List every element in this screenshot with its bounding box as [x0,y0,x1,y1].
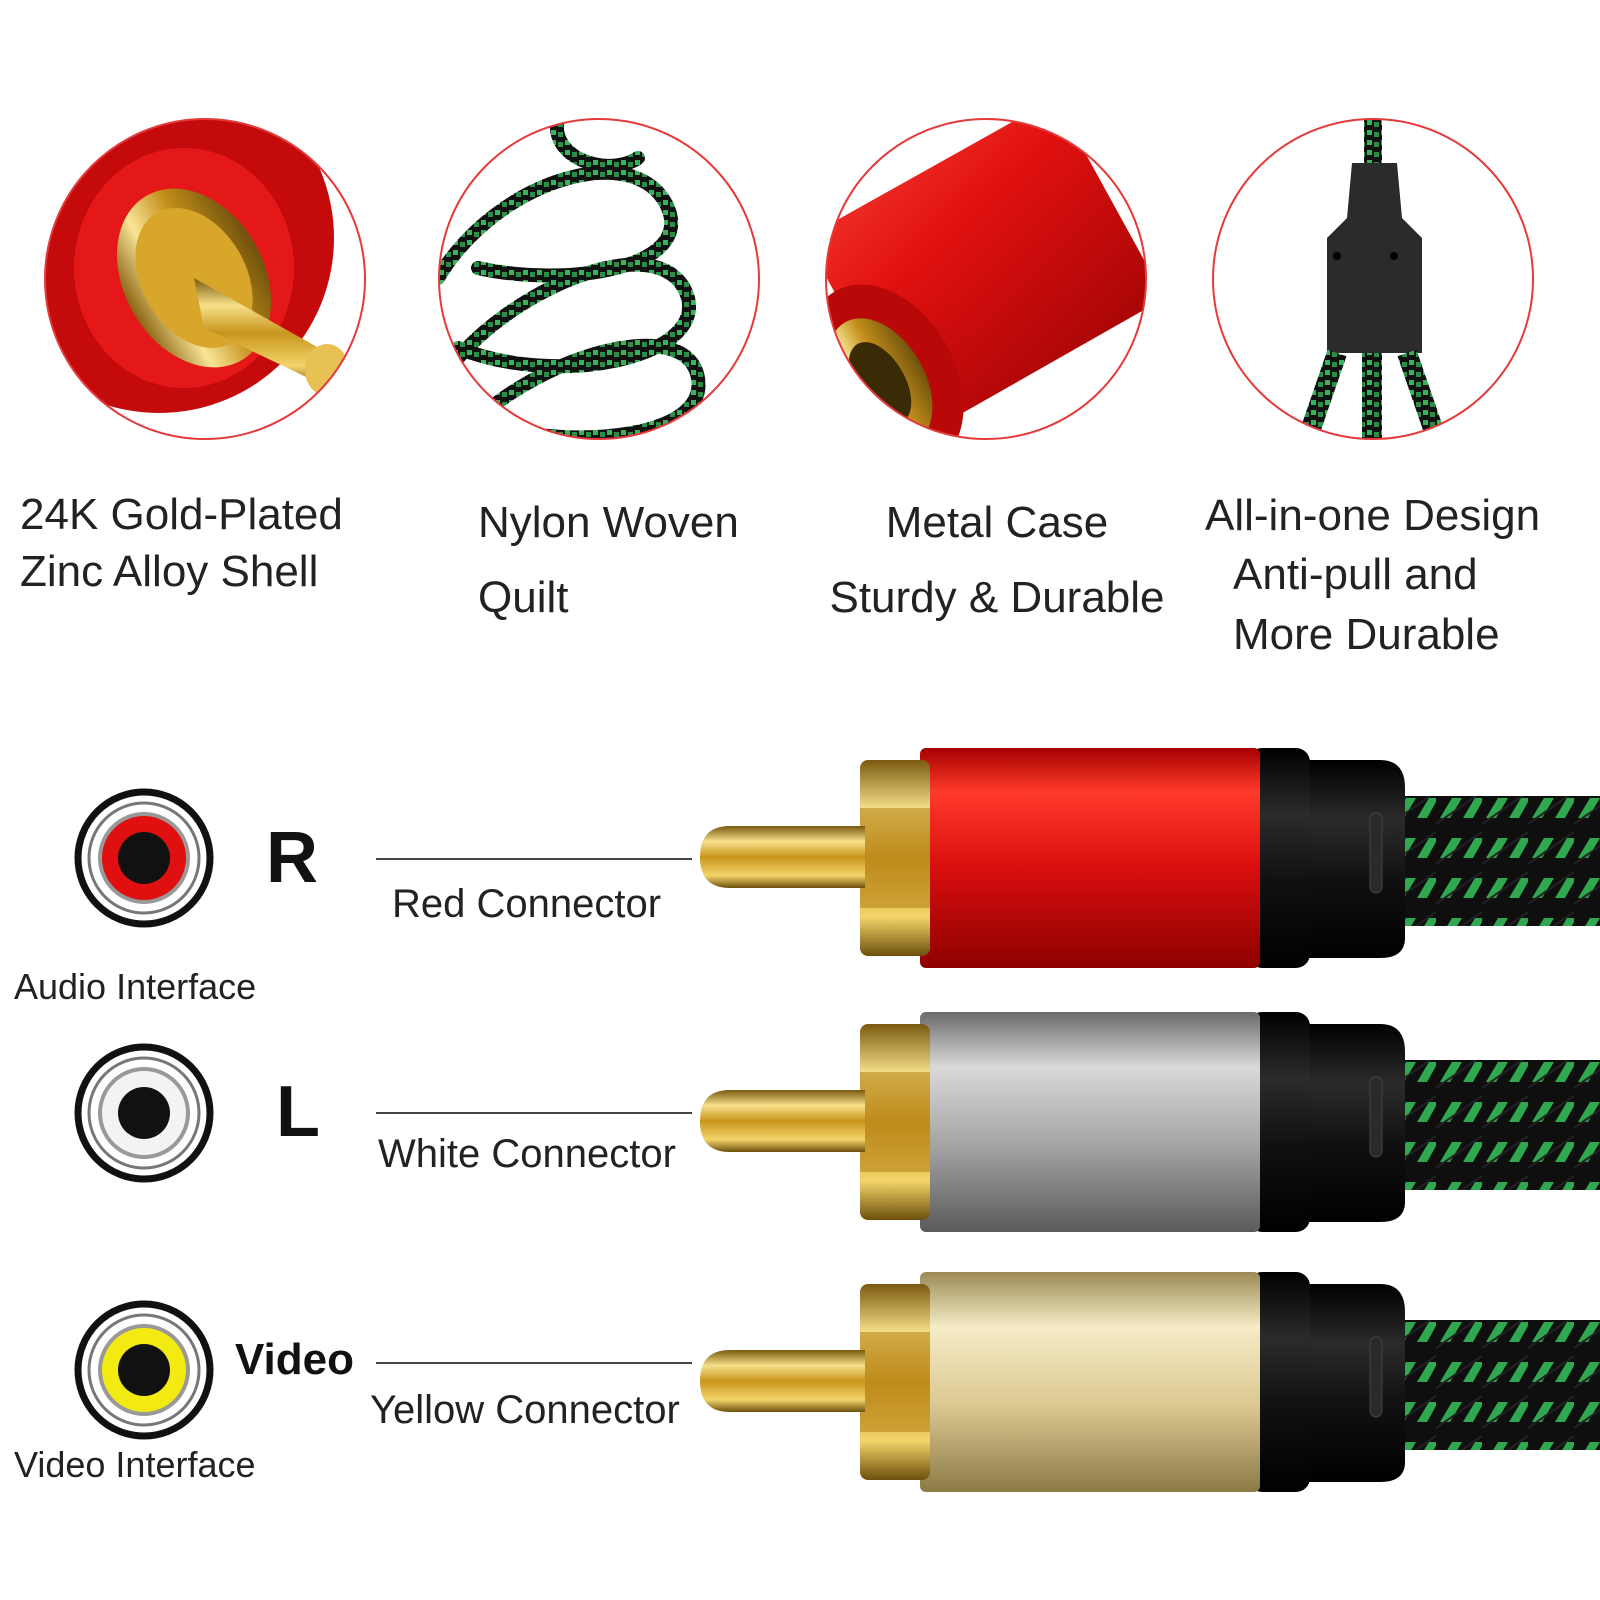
left-channel-letter: L [276,1072,320,1152]
gold-plug-feature-circle [44,118,366,440]
audio-interface-label: Audio Interface [14,966,257,1007]
video-channel-label: Video [235,1335,355,1384]
right-channel-letter: R [266,818,318,898]
feature-text-allinone: All-in-one Design Anti-pull and More Dur… [1205,486,1540,664]
white-connector-label: White Connector [378,1132,676,1176]
feature-line: Quilt [478,572,569,622]
feature-line: Sturdy & Durable [829,572,1165,622]
feature-line: Nylon Woven [478,498,739,547]
feature-line: All-in-one Design [1205,491,1541,540]
feature-text-metal: Metal Case Sturdy & Durable [812,486,1182,636]
feature-line: Zinc Alloy Shell [20,547,319,597]
red-metal-case-icon [825,118,1147,440]
feature-text-gold: 24K Gold-Plated Zinc Alloy Shell [20,486,343,600]
metal-case-feature-circle [825,118,1147,440]
feature-line: 24K Gold-Plated [20,490,343,539]
braided-cable-coil-icon [438,118,760,440]
red-rca-jack-icon [74,788,214,928]
yellow-rca-plug [700,1272,1600,1492]
white-rca-plug [700,1012,1600,1232]
yellow-leader-line [376,1362,692,1364]
yellow-connector-label: Yellow Connector [370,1388,680,1432]
feature-text-nylon: Nylon Woven Quilt [478,486,739,636]
white-leader-line [376,1112,692,1114]
feature-line: Anti-pull and [1233,550,1478,600]
gold-plated-plug-icon [44,118,366,440]
yellow-rca-jack-icon [74,1300,214,1440]
feature-line: More Durable [1233,609,1500,659]
video-interface-label: Video Interface [14,1444,256,1485]
y-splitter-cable-icon [1212,118,1534,440]
feature-line: Metal Case [885,498,1109,547]
all-in-one-feature-circle [1212,118,1534,440]
white-rca-jack-icon [74,1043,214,1183]
red-rca-plug [700,748,1600,968]
nylon-cable-feature-circle [438,118,760,440]
red-leader-line [376,858,692,860]
red-connector-label: Red Connector [392,882,662,926]
